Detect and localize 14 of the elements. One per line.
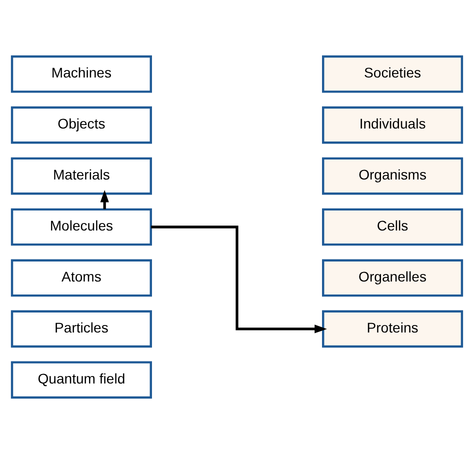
node-box: Atoms (10, 259, 152, 297)
node-box: Societies (322, 55, 464, 93)
node-box: Cells (322, 208, 464, 246)
node-box: Molecules (10, 208, 152, 246)
node-box: Particles (10, 310, 152, 348)
node-box: Quantum field (10, 361, 152, 399)
node-box: Proteins (322, 310, 464, 348)
node-box: Organelles (322, 259, 464, 297)
node-box: Individuals (322, 106, 464, 144)
node-box: Objects (10, 106, 152, 144)
node-box: Materials (10, 157, 152, 195)
node-box: Organisms (322, 157, 464, 195)
node-box: Machines (10, 55, 152, 93)
arrow (151, 226, 327, 334)
